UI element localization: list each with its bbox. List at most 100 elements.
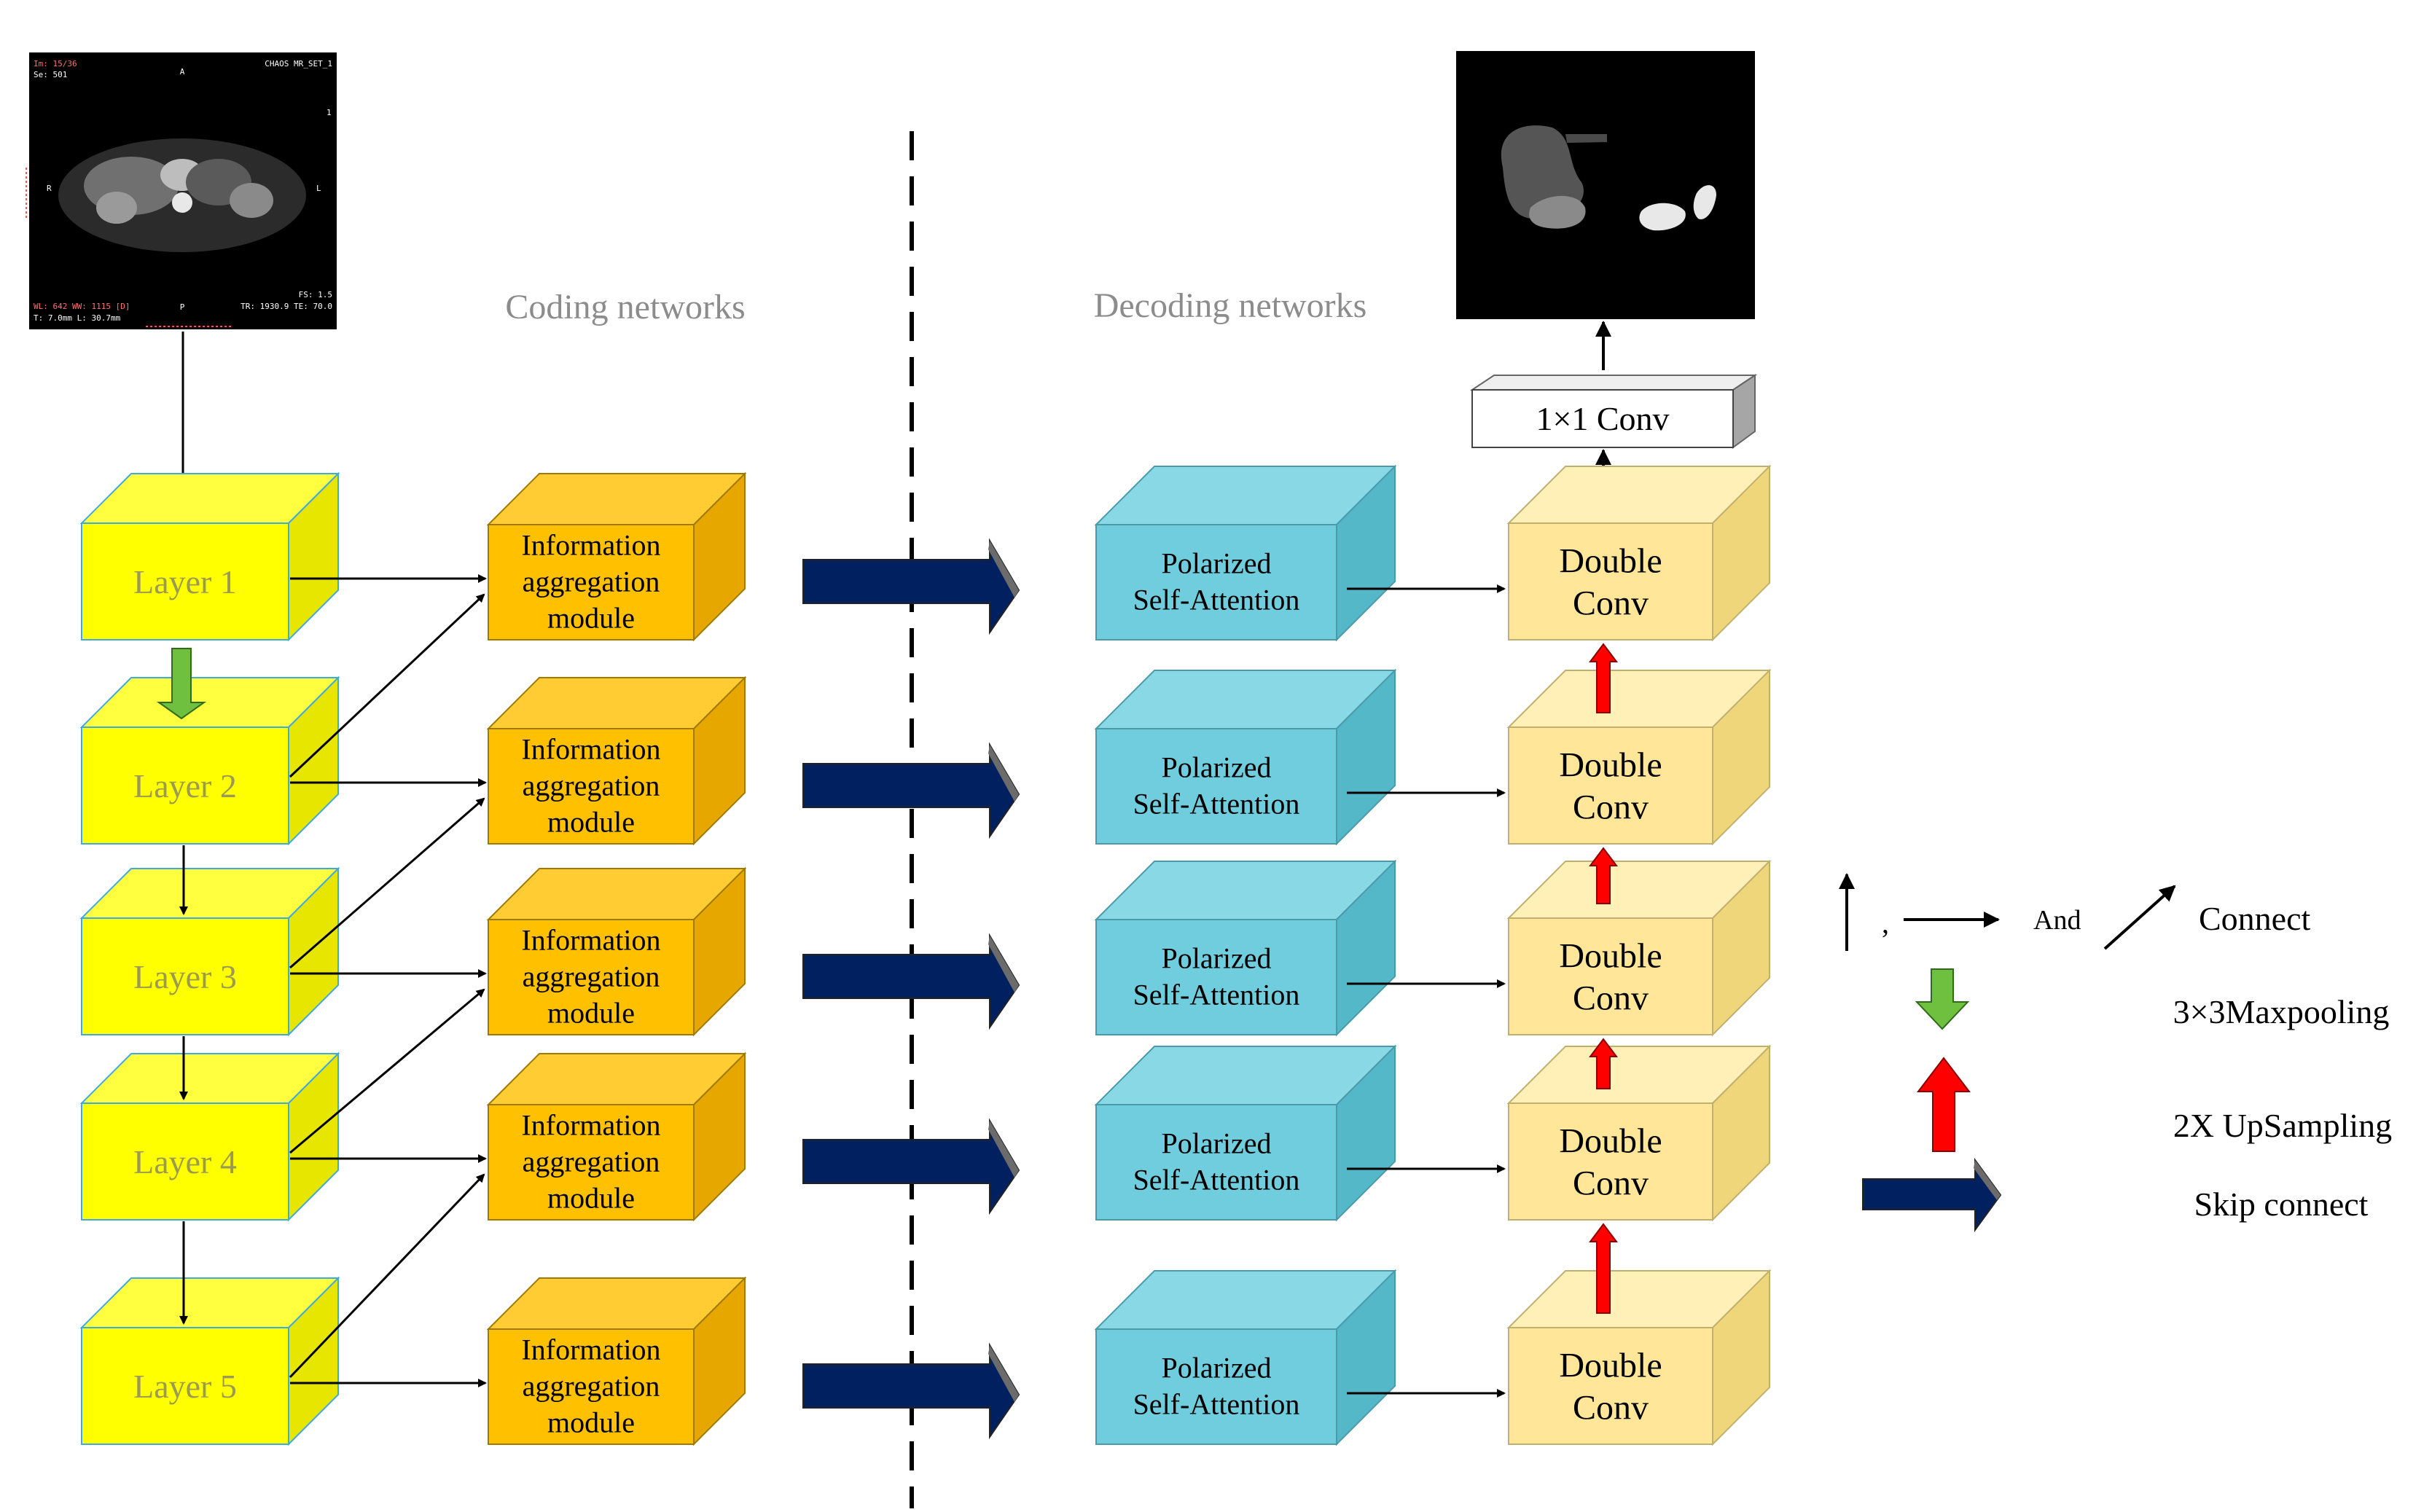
mri-overlay-text: L (316, 184, 321, 193)
legend-and: And (2033, 905, 2081, 936)
layer-to-iam-diagonal-arrow (289, 593, 485, 778)
mri-overlay-text: 1 (327, 108, 332, 117)
legend-comma: , (1882, 906, 1889, 939)
mri-overlay-text: T: 7.0mm L: 30.7mm (34, 313, 121, 323)
info-aggregation-module-1 (486, 471, 747, 642)
info-aggregation-label: aggregation (523, 960, 660, 993)
polarized-self-attention-2 (1094, 668, 1397, 846)
polarized-self-attention-4-front (1095, 1104, 1337, 1221)
info-aggregation-label: aggregation (523, 1145, 660, 1178)
skip-connect-arrow (802, 742, 1020, 839)
skip-connect-arrow-shade (988, 936, 1019, 992)
mri-overlay-text: CHAOS MR_SET_1 (265, 59, 332, 68)
mri-overlay-text: R (47, 184, 52, 193)
info-aggregation-module-1-front (488, 524, 695, 641)
mri-overlay-text: Se: 501 (34, 70, 67, 79)
info-aggregation-label: Information (521, 733, 660, 766)
info-aggregation-label: module (547, 602, 635, 635)
info-aggregation-module-5 (486, 1276, 747, 1446)
encoder-layer-label: Layer 2 (133, 767, 237, 804)
double-conv-label: Double (1559, 936, 1662, 975)
double-conv-label: Conv (1573, 1388, 1649, 1427)
skip-connect-arrow-shade (988, 541, 1019, 598)
connection-arrows (156, 574, 1618, 1398)
polarized-self-attention-5 (1094, 1269, 1397, 1446)
info-aggregation-label: Information (521, 1109, 660, 1142)
polarized-self-attention-label: Self-Attention (1133, 979, 1300, 1011)
double-conv-label: Double (1559, 541, 1662, 580)
mri-overlay-text: TR: 1930.9 TE: 70.0 (241, 302, 332, 311)
encoder-layer-5-front (81, 1327, 289, 1445)
encoder-layer-label: Layer 1 (133, 563, 237, 600)
legend-skip: Skip connect (2194, 1186, 2369, 1223)
info-aggregation-label: Information (521, 529, 660, 562)
encoder-layer-5 (79, 1276, 340, 1446)
encoder-layer-4 (79, 1051, 340, 1222)
double-conv-2 (1506, 668, 1772, 846)
encoder-layer-label: Layer 4 (133, 1143, 237, 1180)
mri-overlay-text: A (180, 67, 185, 77)
info-aggregation-module-4-front (488, 1104, 695, 1221)
polarized-self-attention-5-front (1095, 1328, 1337, 1445)
layer-to-iam-diagonal-arrow (289, 988, 485, 1154)
coding-networks-label: Coding networks (505, 288, 745, 326)
polarized-self-attention-label: Self-Attention (1133, 1164, 1300, 1196)
skip-connect-arrow (802, 1342, 1020, 1440)
double-conv-label: Double (1559, 1346, 1662, 1384)
info-aggregation-module-5-front (488, 1328, 695, 1445)
skip-connect-arrow (802, 933, 1020, 1030)
info-aggregation-label: aggregation (523, 565, 660, 598)
legend-maxpool-arrow (1915, 968, 1970, 1030)
legend-maxpool: 3×3Maxpooling (2173, 993, 2390, 1030)
encoder-layer-label: Layer 5 (133, 1368, 237, 1405)
polarized-self-attention-label: Self-Attention (1133, 788, 1300, 820)
upsampling-arrow (1589, 847, 1618, 904)
mri-overlay-text: WL: 642 WW: 1115 [D] (34, 302, 130, 311)
upsampling-arrow (1589, 643, 1618, 713)
polarized-self-attention-label: Polarized (1161, 1352, 1271, 1384)
legend-skip-arrow-shade (1974, 1160, 2001, 1200)
polarized-self-attention-modules: PolarizedSelf-AttentionPolarizedSelf-Att… (1094, 464, 1397, 1446)
double-conv-label: Conv (1573, 979, 1649, 1017)
encoder-layer-1-front (81, 522, 289, 641)
polarized-self-attention-label: Polarized (1161, 751, 1271, 784)
info-aggregation-label: module (547, 997, 635, 1030)
double-conv-label: Double (1559, 1121, 1662, 1160)
encoder-layer-3-front (81, 917, 289, 1035)
double-conv-5-front (1508, 1327, 1713, 1445)
double-conv-label: Double (1559, 745, 1662, 784)
skip-connect-arrow (802, 1118, 1020, 1215)
info-aggregation-label: Information (521, 924, 660, 957)
encoder-layer-4-front (81, 1102, 289, 1221)
mri-overlay-text: P (180, 302, 185, 312)
maxpool-arrow (156, 648, 207, 720)
legend: , And Connect 3×3Maxpooling 2X UpSamplin… (1839, 873, 2392, 1233)
layer-to-iam-diagonal-arrow (289, 1173, 485, 1379)
double-conv-1 (1506, 464, 1772, 642)
polarized-self-attention-3-front (1095, 919, 1337, 1035)
skip-connect-arrow-shade (988, 1121, 1019, 1178)
polarized-self-attention-3 (1094, 859, 1397, 1037)
skip-connections (802, 538, 1020, 1440)
info-aggregation-module-3-front (488, 919, 695, 1035)
double-conv-label: Conv (1573, 788, 1649, 826)
decoding-networks-label: Decoding networks (1094, 286, 1367, 325)
polarized-self-attention-4 (1094, 1044, 1397, 1222)
polarized-self-attention-1 (1094, 464, 1397, 642)
double-conv-5 (1506, 1269, 1772, 1446)
double-conv-label: Conv (1573, 1164, 1649, 1202)
layer-to-iam-diagonal-arrow (289, 797, 485, 969)
info-aggregation-label: Information (521, 1333, 660, 1366)
mri-overlay-text: FS: 1.5 (299, 290, 332, 299)
legend-diagonal-arrow (2103, 885, 2176, 950)
polarized-self-attention-label: Self-Attention (1133, 584, 1300, 616)
info-aggregation-label: module (547, 1182, 635, 1215)
conv1x1-box: 1×1 Conv (1469, 374, 1758, 449)
info-aggregation-module-2-front (488, 728, 695, 845)
double-conv-3 (1506, 859, 1772, 1037)
encoder-layer-2 (79, 675, 340, 846)
double-conv-label: Conv (1573, 584, 1649, 622)
skip-connect-arrow (802, 538, 1020, 635)
legend-connect: Connect (2199, 900, 2311, 937)
